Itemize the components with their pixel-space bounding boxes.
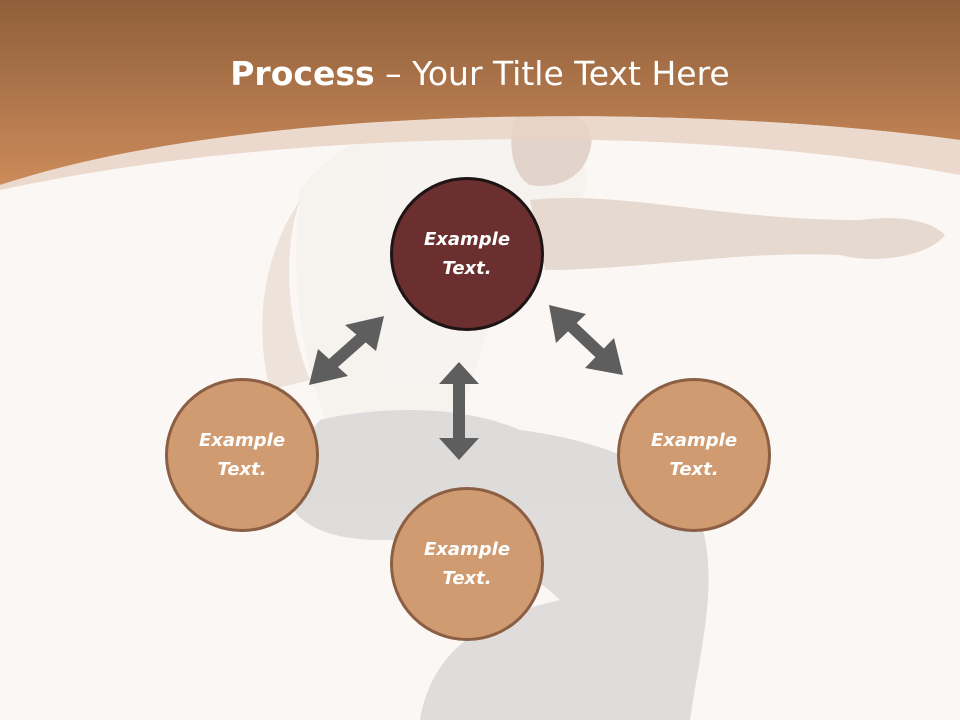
arrow-top-left bbox=[309, 316, 384, 385]
arrow-center-vertical bbox=[439, 362, 479, 460]
title-separator: – bbox=[374, 54, 413, 93]
node-center-bottom: Example Text. bbox=[390, 487, 544, 641]
slide-title: Process – Your Title Text Here bbox=[0, 52, 960, 96]
node-top: Example Text. bbox=[390, 177, 544, 331]
title-rest: Your Title Text Here bbox=[412, 54, 730, 93]
node-left: Example Text. bbox=[165, 378, 319, 532]
node-left-text: Example Text. bbox=[198, 430, 286, 480]
header-band bbox=[0, 0, 960, 185]
header-swoosh bbox=[0, 116, 960, 190]
node-top-text: Example Text. bbox=[423, 229, 511, 279]
node-right-text: Example Text. bbox=[650, 430, 738, 480]
node-center-bottom-text: Example Text. bbox=[423, 539, 511, 589]
node-right: Example Text. bbox=[617, 378, 771, 532]
arrow-top-right bbox=[549, 305, 623, 375]
title-bold: Process bbox=[230, 54, 375, 93]
background-photo bbox=[262, 107, 945, 720]
